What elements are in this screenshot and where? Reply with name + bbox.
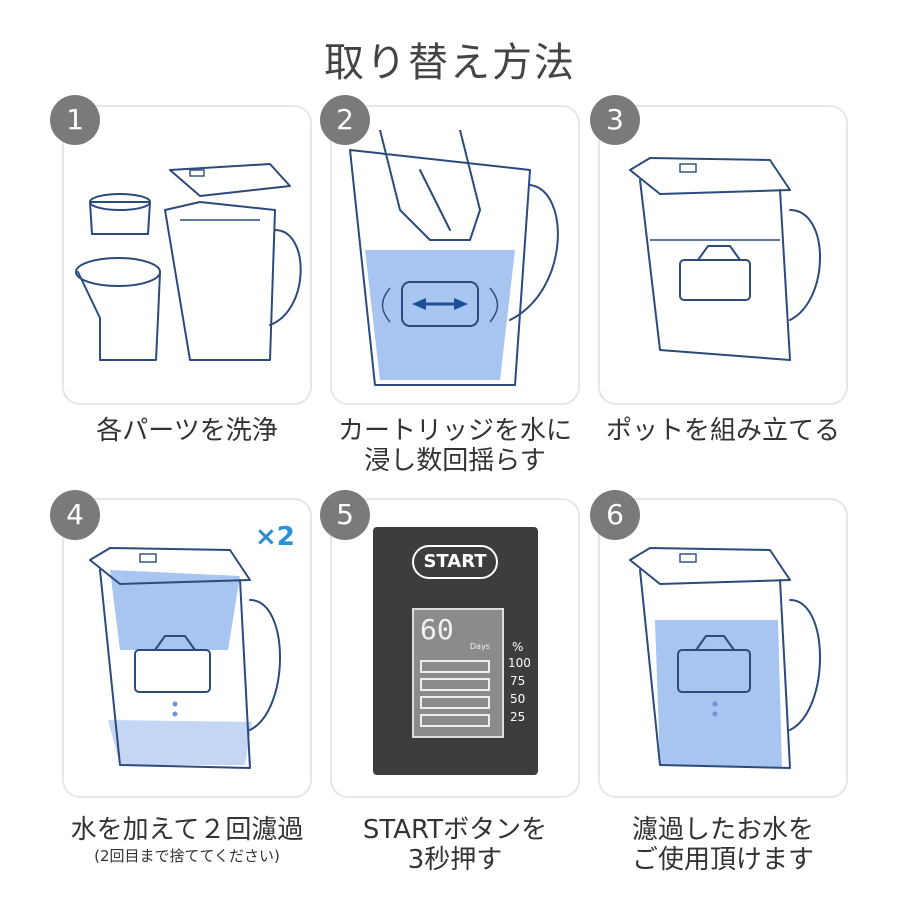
step-number-6: 6	[590, 490, 640, 540]
level-label-100: 100	[508, 656, 531, 670]
step-number-5: 5	[320, 490, 370, 540]
step-number-3: 3	[590, 95, 640, 145]
step-caption-6-line2: ご使用頂けます	[631, 845, 814, 875]
level-bar-2	[420, 678, 490, 691]
level-bar-1	[420, 660, 490, 673]
step-caption-2-line1: カートリッジを水に	[337, 416, 572, 446]
parts-illustration	[75, 163, 302, 361]
level-bar-4	[420, 714, 490, 727]
rinse-illustration	[349, 130, 559, 386]
step-caption-5-line2: 3秒押す	[407, 845, 503, 875]
step-caption-6: 濾過したお水を ご使用頂けます	[578, 815, 868, 875]
page-title: 取り替え方法	[324, 40, 576, 86]
repeat-badge: ×2	[255, 522, 295, 552]
days-value: 60	[420, 613, 454, 646]
step-number-4: 4	[50, 490, 100, 540]
step-number-1: 1	[50, 95, 100, 145]
days-label: Days	[470, 642, 490, 651]
step-caption-2: カートリッジを水に 浸し数回揺らす	[310, 416, 600, 476]
ready-illustration	[629, 547, 821, 769]
step-caption-6-line1: 濾過したお水を	[631, 815, 814, 845]
level-label-50: 50	[510, 692, 526, 706]
step-caption-4-sub: (2回目まで捨ててください)	[94, 847, 280, 865]
step-caption-4-main: 水を加えて２回濾過	[70, 815, 304, 845]
step-caption-5: STARTボタンを 3秒押す	[310, 815, 600, 875]
level-label-25: 25	[510, 710, 526, 724]
filter-twice-illustration	[89, 547, 281, 769]
step-caption-4: 水を加えて２回濾過 (2回目まで捨ててください)	[42, 815, 332, 867]
level-label-75: 75	[510, 674, 526, 688]
percent-label: %	[512, 640, 524, 654]
level-bar-3	[420, 696, 490, 709]
step-caption-5-line1: STARTボタンを	[362, 815, 548, 845]
step-caption-3: ポットを組み立てる	[605, 416, 840, 446]
step-caption-1: 各パーツを洗浄	[96, 416, 278, 446]
assemble-illustration	[629, 157, 821, 361]
start-button[interactable]: START	[412, 545, 498, 579]
step-caption-2-line2: 浸し数回揺らす	[364, 446, 546, 476]
step-number-2: 2	[320, 95, 370, 145]
